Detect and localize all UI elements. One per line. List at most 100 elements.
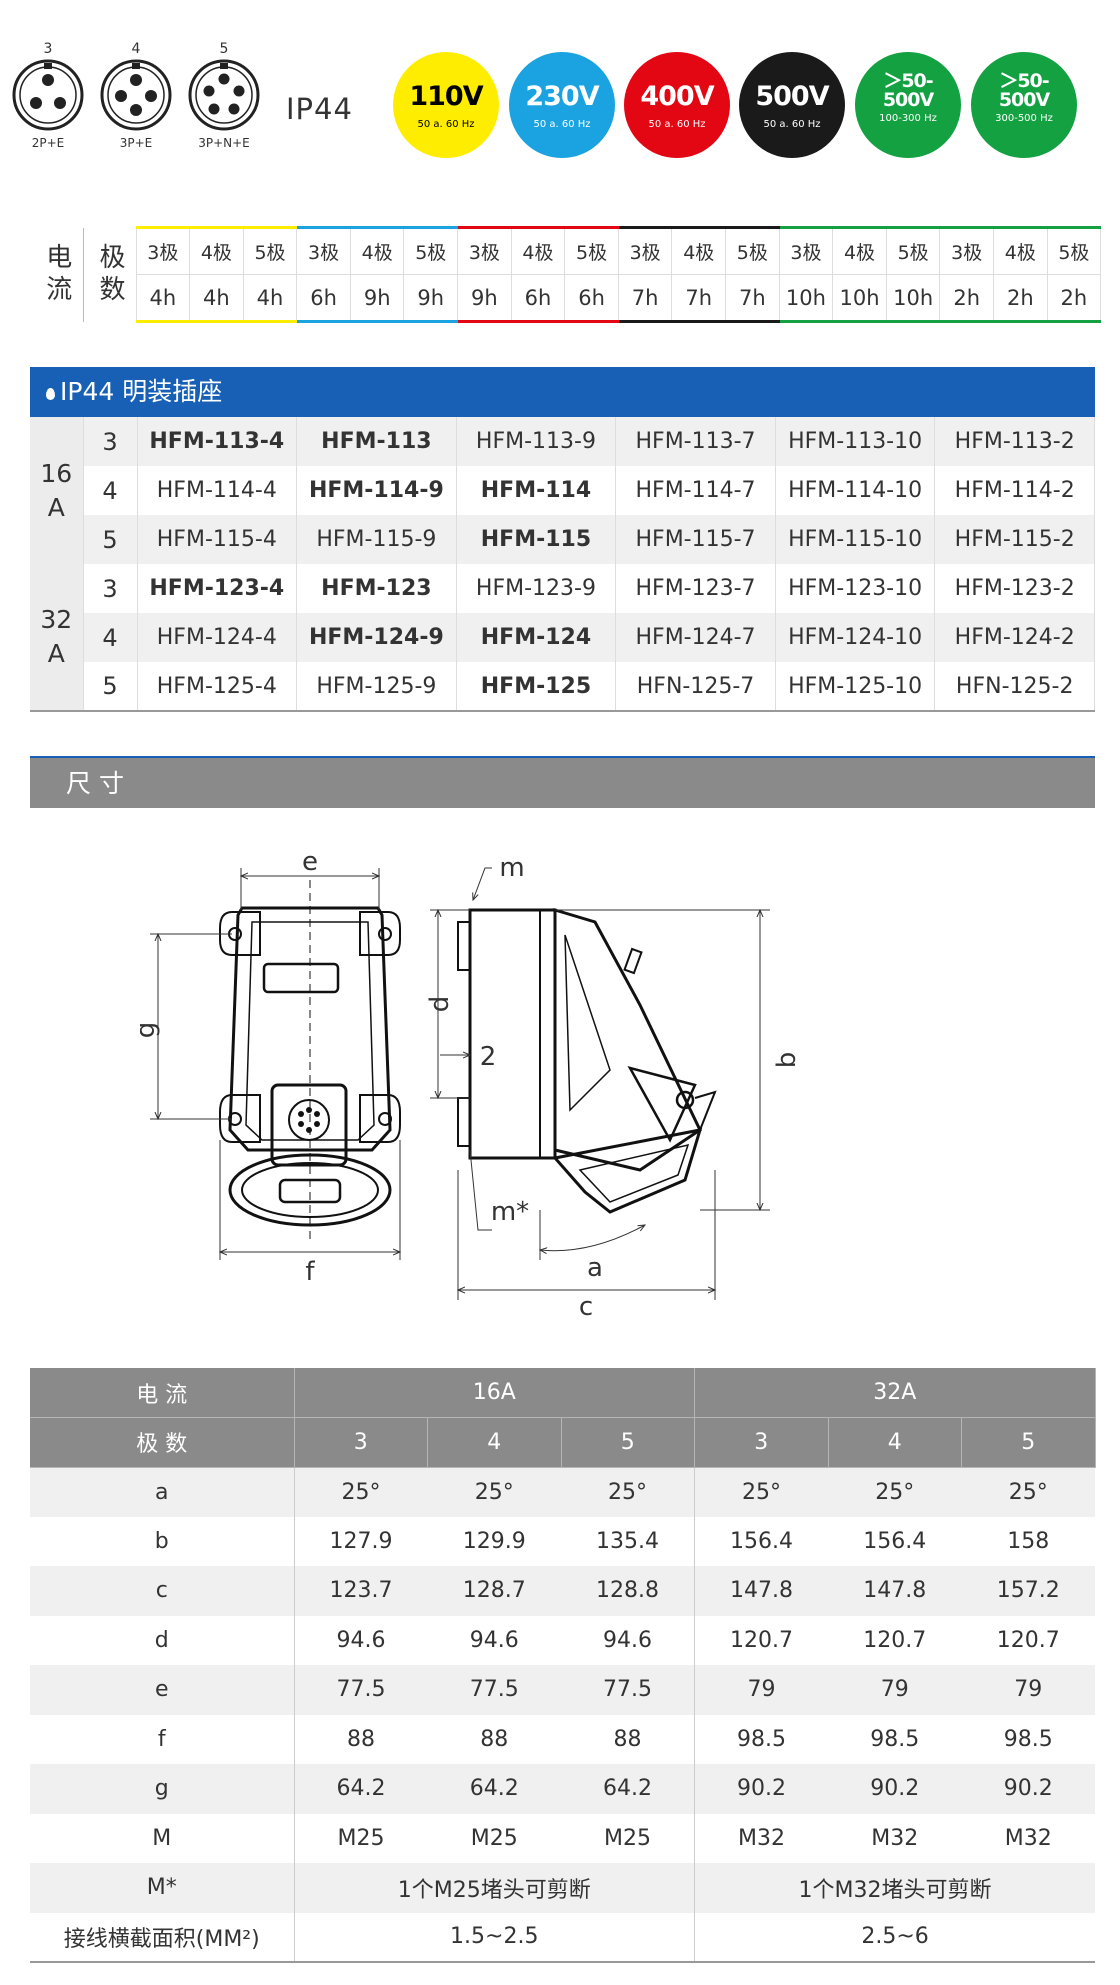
model-number: HFM-123-9 bbox=[456, 564, 617, 613]
model-number: HFM-113-10 bbox=[775, 417, 936, 466]
dim-value: 98.5 bbox=[961, 1714, 1096, 1764]
pin-caption: 3P+N+E bbox=[198, 136, 250, 150]
dim-header-poles: 极 数 bbox=[30, 1417, 295, 1468]
model-number: HFM-124-9 bbox=[296, 613, 457, 662]
dim-label-b: b bbox=[772, 1052, 802, 1069]
dim-value: 79 bbox=[828, 1665, 962, 1715]
pin-caption: 2P+E bbox=[31, 136, 65, 150]
dim-value: 79 bbox=[961, 1665, 1096, 1715]
model-number: HFM-114-10 bbox=[775, 466, 936, 515]
pin-4p: 4 3P+E bbox=[96, 40, 176, 150]
dim-value: 79 bbox=[694, 1665, 829, 1715]
model-number: HFM-114-7 bbox=[615, 466, 776, 515]
dim-label-d: d bbox=[425, 996, 455, 1013]
dim-label-c: c bbox=[579, 1292, 593, 1322]
model-number: HFM-113-2 bbox=[934, 417, 1095, 466]
voltage-value: 400V bbox=[640, 81, 714, 112]
voltage-value: 110V bbox=[409, 81, 483, 112]
voltage-value-line2: 500V bbox=[998, 89, 1050, 111]
dim-label-g: g bbox=[140, 1022, 161, 1039]
hours-cell: 10h bbox=[779, 274, 834, 323]
socket-3pin-icon bbox=[12, 59, 84, 131]
pole-cell: 5极 bbox=[243, 226, 298, 275]
hours-cell: 2h bbox=[939, 274, 994, 323]
voltage-frequency: 300-500 Hz bbox=[995, 113, 1053, 124]
dim-value: 88 bbox=[427, 1714, 561, 1764]
dim-header-32a: 32A bbox=[694, 1368, 1096, 1418]
dim-value: M32 bbox=[961, 1813, 1096, 1863]
dim-value-32a: 2.5~6 bbox=[694, 1912, 1096, 1963]
ip-rating: IP44 bbox=[286, 92, 353, 126]
dim-value: 128.7 bbox=[427, 1566, 561, 1616]
pole-cell: 4极 bbox=[350, 226, 405, 275]
front-view bbox=[219, 880, 401, 1240]
voltage-value-line1: ＞50- bbox=[883, 70, 933, 92]
hours-cell: 2h bbox=[993, 274, 1048, 323]
dim-value: 94.6 bbox=[427, 1615, 561, 1665]
dim-label-m: m bbox=[499, 853, 524, 883]
model-number: HFM-124-10 bbox=[775, 613, 936, 662]
model-number: HFM-114 bbox=[456, 466, 617, 515]
pole-cell: 3极 bbox=[779, 226, 834, 275]
voltage-value: 230V bbox=[525, 81, 599, 112]
dim-value: 127.9 bbox=[294, 1516, 428, 1566]
pole-cell: 5极 bbox=[403, 226, 459, 275]
pole-cell: 4极 bbox=[832, 226, 887, 275]
dim-value: 90.2 bbox=[961, 1764, 1096, 1814]
model-number: HFM-113-9 bbox=[456, 417, 617, 466]
hours-cell: 2h bbox=[1047, 274, 1102, 323]
socket-4pin-icon bbox=[100, 59, 172, 131]
dim-key: a bbox=[30, 1467, 295, 1517]
dim-value: M32 bbox=[828, 1813, 962, 1863]
dim-key: M bbox=[30, 1813, 295, 1863]
dim-value: 77.5 bbox=[561, 1665, 696, 1715]
dim-value-32a: 1个M32堵头可剪断 bbox=[694, 1863, 1096, 1913]
pin-3p: 3 2P+E bbox=[8, 40, 88, 150]
pole-cell: 5极 bbox=[1047, 226, 1102, 275]
amp-unit: A bbox=[47, 639, 65, 668]
hours-cell: 9h bbox=[457, 274, 512, 323]
dim-value: 25° bbox=[427, 1467, 561, 1517]
side-dim-lines bbox=[430, 867, 770, 1300]
voltage-value-line2: 500V bbox=[882, 89, 934, 111]
hours-cell: 6h bbox=[296, 274, 351, 323]
dim-label-a: a bbox=[587, 1253, 603, 1283]
voltage-frequency: 100-300 Hz bbox=[879, 113, 937, 124]
dim-value: 25° bbox=[694, 1467, 829, 1517]
dim-value: 88 bbox=[561, 1714, 696, 1764]
dim-key: M* bbox=[30, 1863, 295, 1913]
pole-count: 3 bbox=[83, 417, 138, 466]
model-number: HFM-115-10 bbox=[775, 515, 936, 564]
hours-cell: 10h bbox=[886, 274, 941, 323]
dim-value: 64.2 bbox=[427, 1764, 561, 1814]
hours-cell: 7h bbox=[725, 274, 780, 323]
dim-value: 120.7 bbox=[961, 1615, 1096, 1665]
model-number: HFM-113-7 bbox=[615, 417, 776, 466]
dimension-section-title: 尺 寸 bbox=[66, 769, 124, 798]
dim-value: M25 bbox=[427, 1813, 561, 1863]
dim-value: 90.2 bbox=[828, 1764, 962, 1814]
pole-cell: 4极 bbox=[671, 226, 727, 275]
dim-value: M25 bbox=[561, 1813, 696, 1863]
model-number: HFM-124-4 bbox=[137, 613, 298, 662]
model-number: HFM-114-9 bbox=[296, 466, 457, 515]
dimension-section-header: 尺 寸 bbox=[30, 756, 1095, 808]
model-number: HFM-114-2 bbox=[934, 466, 1095, 515]
dim-pole-header: 4 bbox=[427, 1417, 562, 1468]
model-number: HFM-123 bbox=[296, 564, 457, 613]
model-number: HFM-125-9 bbox=[296, 662, 457, 712]
hours-cell: 9h bbox=[403, 274, 459, 323]
dim-value: 94.6 bbox=[294, 1615, 428, 1665]
model-section-title: IP44 明装插座 bbox=[60, 377, 223, 406]
amp-value: 32 bbox=[40, 605, 73, 634]
hours-cell: 6h bbox=[564, 274, 619, 323]
dim-pole-header: 3 bbox=[694, 1417, 829, 1468]
hours-cell: 10h bbox=[832, 274, 887, 323]
dim-value: 64.2 bbox=[294, 1764, 428, 1814]
